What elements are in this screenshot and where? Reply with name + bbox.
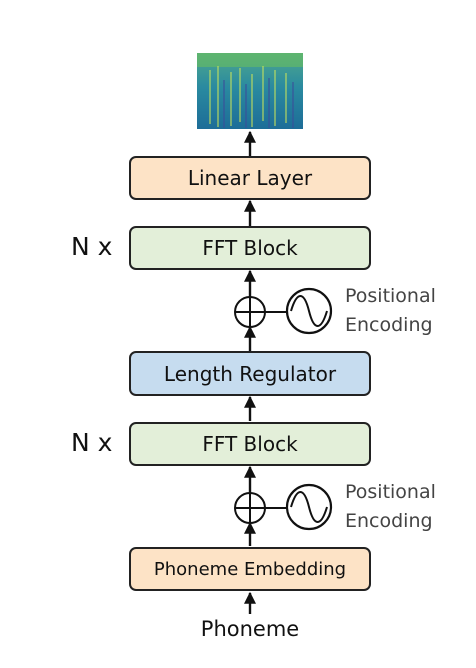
sine-wave-icon: [285, 287, 333, 335]
linear-layer-block: Linear Layer: [129, 156, 371, 200]
positional-encoding-label-bottom: Positional Encoding: [345, 478, 436, 536]
fft-block-bottom: FFT Block: [129, 422, 371, 466]
fft-block-top: FFT Block: [129, 226, 371, 270]
length-regulator-block: Length Regulator: [129, 351, 371, 396]
positional-encoding-line1: Positional: [345, 481, 436, 503]
repeat-label-top: N x: [71, 232, 113, 261]
positional-encoding-line2: Encoding: [345, 314, 433, 336]
positional-encoding-label-top: Positional Encoding: [345, 282, 436, 340]
adder-top: [234, 296, 266, 328]
positional-encoding-line1: Positional: [345, 285, 436, 307]
phoneme-embedding-block: Phoneme Embedding: [129, 547, 371, 591]
positional-encoding-line2: Encoding: [345, 510, 433, 532]
phoneme-input-label: Phoneme: [200, 617, 300, 641]
mel-spectrogram-image: [197, 53, 303, 129]
sine-wave-icon: [285, 483, 333, 531]
repeat-label-bottom: N x: [71, 428, 113, 457]
adder-bottom: [234, 492, 266, 524]
